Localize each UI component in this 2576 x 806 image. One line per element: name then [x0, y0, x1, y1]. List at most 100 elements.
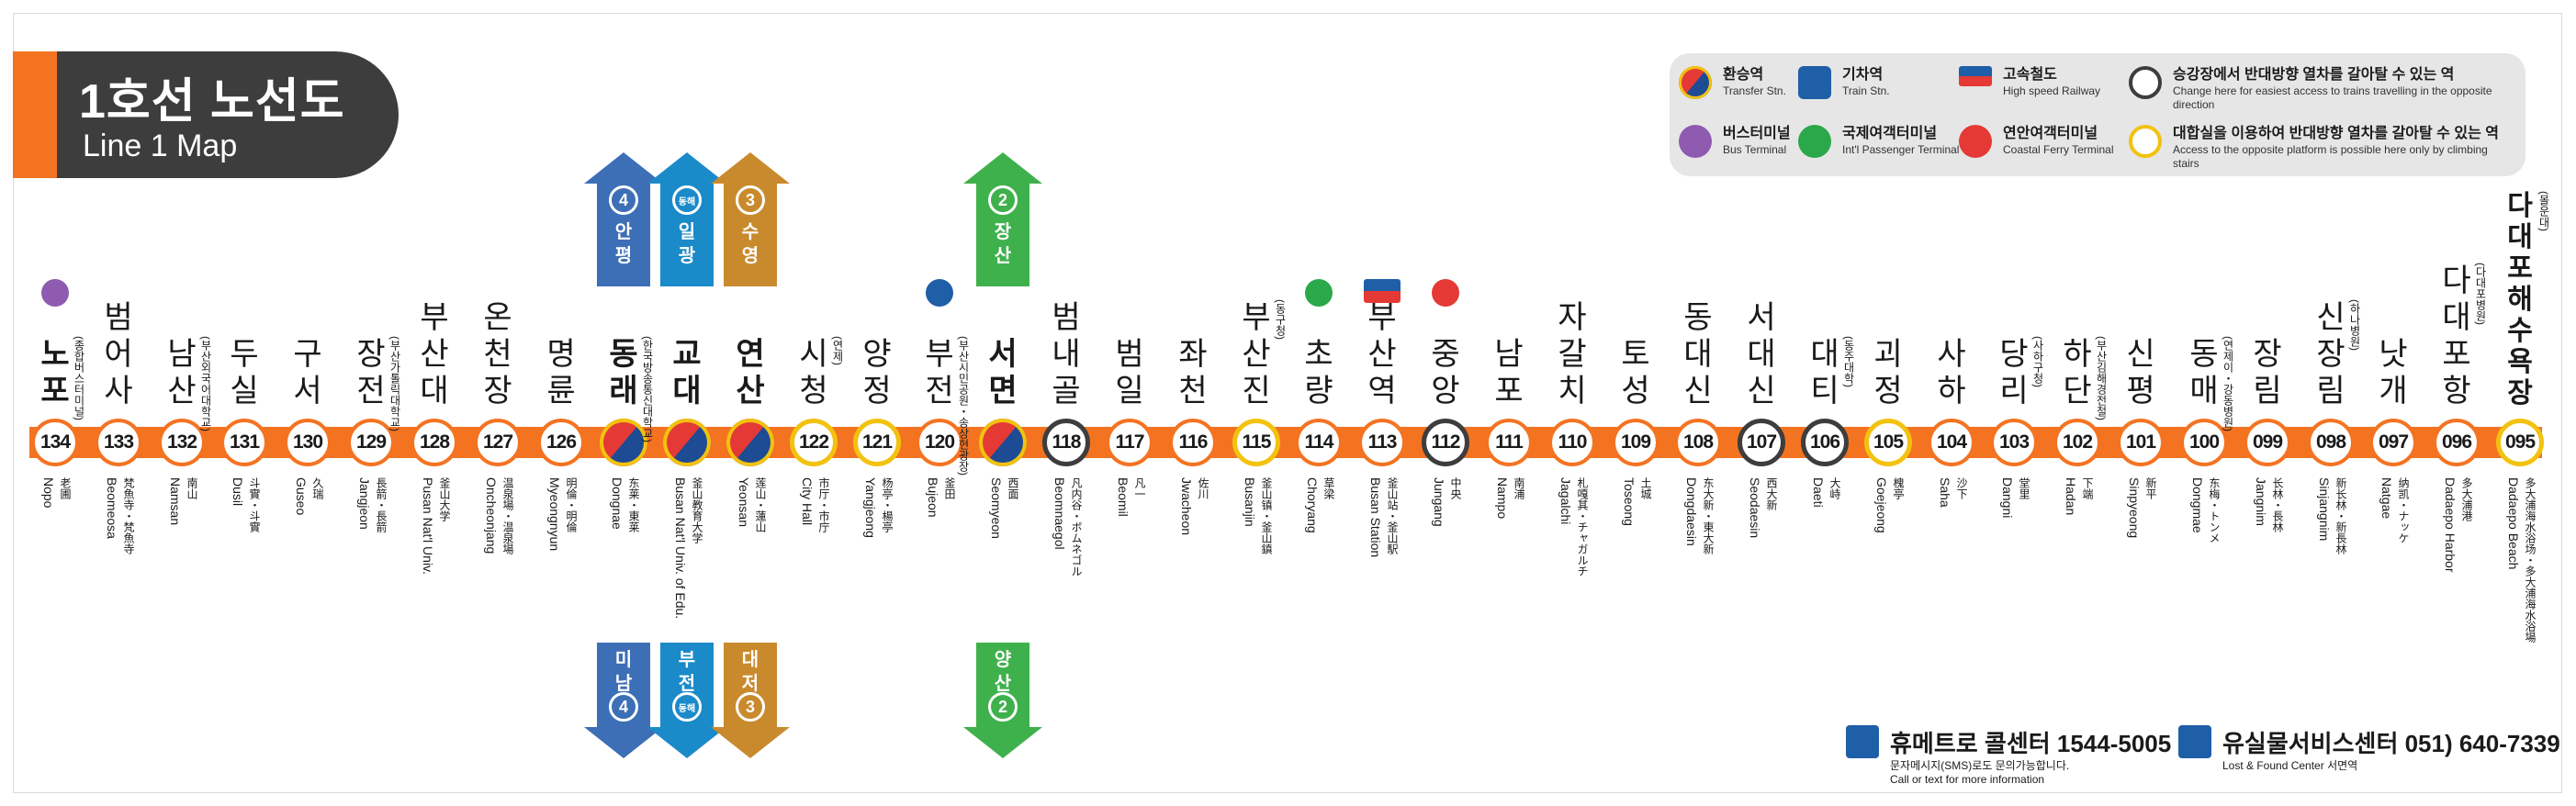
station-marker-126[interactable]: 126 [537, 419, 585, 466]
station-marker-134[interactable]: 134 [31, 419, 79, 466]
station-marker-098[interactable]: 098 [2307, 419, 2355, 466]
station-name[interactable]: 범어사 [104, 300, 133, 409]
station-name[interactable]: 명륜 [546, 337, 576, 409]
station-marker-100[interactable]: 100 [2180, 419, 2228, 466]
station-marker-097[interactable]: 097 [2369, 419, 2417, 466]
station-name[interactable]: 대티 [1810, 337, 1839, 409]
station-marker-095[interactable]: 095 [2496, 419, 2544, 466]
station-name[interactable]: 낫개 [2379, 337, 2408, 409]
station-marker-123[interactable]: 123 [726, 419, 774, 466]
station-marker-128[interactable]: 128 [411, 419, 458, 466]
station-number: 125 [609, 431, 638, 453]
station-name[interactable]: 동매 [2189, 337, 2219, 409]
station-name[interactable]: 동래 [609, 337, 638, 409]
station-name[interactable]: 장림 [2253, 337, 2282, 409]
station-name[interactable]: 남산 [167, 337, 197, 409]
station-marker-122[interactable]: 122 [790, 419, 838, 466]
station-marker-109[interactable]: 109 [1612, 419, 1659, 466]
ktx-srt-icon [1959, 66, 1992, 86]
station-marker-131[interactable]: 131 [220, 419, 268, 466]
station-name[interactable]: 시청 [799, 337, 828, 409]
station-name[interactable]: 연산 [736, 337, 765, 409]
station-marker-119[interactable]: 119 [979, 419, 1027, 466]
legend-label: 연안여객터미널 [2003, 126, 2098, 141]
station-name[interactable]: 동대신 [1683, 300, 1713, 409]
station-name[interactable]: 다대포해수욕장 [2507, 191, 2533, 409]
station-name[interactable]: 구서 [293, 337, 322, 409]
station-name[interactable]: 신장림 [2316, 300, 2345, 409]
station-name[interactable]: 남포 [1494, 337, 1524, 409]
station-marker-121[interactable]: 121 [853, 419, 901, 466]
station-marker-120[interactable]: 120 [916, 419, 963, 466]
station-cjk: 凡内谷・ボムネゴル [1070, 477, 1083, 577]
station-cjk: 长林・長林 [2271, 477, 2284, 532]
station-marker-104[interactable]: 104 [1928, 419, 1975, 466]
station-name[interactable]: 좌천 [1178, 337, 1208, 409]
station-name[interactable]: 두실 [230, 337, 259, 409]
station-marker-113[interactable]: 113 [1358, 419, 1406, 466]
station-marker-107[interactable]: 107 [1738, 419, 1785, 466]
station-name[interactable]: 부산대 [420, 300, 449, 409]
station-cjk: 釜山镇・釜山鎮 [1260, 477, 1273, 554]
station-marker-108[interactable]: 108 [1674, 419, 1722, 466]
station-name[interactable]: 서대신 [1747, 300, 1776, 409]
station-marker-112[interactable]: 112 [1422, 419, 1469, 466]
station-marker-117[interactable]: 117 [1106, 419, 1153, 466]
station-name[interactable]: 양정 [862, 337, 892, 409]
station-marker-132[interactable]: 132 [158, 419, 206, 466]
transfer-direction: 수영 [741, 222, 759, 266]
station-marker-115[interactable]: 115 [1232, 419, 1280, 466]
station-marker-125[interactable]: 125 [600, 419, 647, 466]
station-marker-129[interactable]: 129 [347, 419, 395, 466]
station-name[interactable]: 부산진 [1242, 300, 1271, 409]
station-number: 133 [103, 431, 134, 453]
station-marker-101[interactable]: 101 [2117, 419, 2165, 466]
coastal-ferry-icon [1432, 279, 1459, 307]
station-name[interactable]: 괴정 [1873, 337, 1903, 409]
station-name[interactable]: 장전 [356, 337, 386, 409]
station-marker-105[interactable]: 105 [1864, 419, 1912, 466]
station-name[interactable]: 토성 [1621, 337, 1650, 409]
station-marker-106[interactable]: 106 [1801, 419, 1849, 466]
station-name[interactable]: 서면 [988, 337, 1018, 409]
station-marker-116[interactable]: 116 [1169, 419, 1217, 466]
station-marker-118[interactable]: 118 [1042, 419, 1090, 466]
station-number: 114 [1304, 431, 1334, 453]
station-marker-096[interactable]: 096 [2433, 419, 2480, 466]
station-marker-110[interactable]: 110 [1548, 419, 1596, 466]
station-marker-130[interactable]: 130 [284, 419, 332, 466]
station-marker-099[interactable]: 099 [2244, 419, 2291, 466]
station-marker-124[interactable]: 124 [663, 419, 711, 466]
station-name[interactable]: 범내골 [1052, 300, 1081, 409]
station-marker-114[interactable]: 114 [1295, 419, 1343, 466]
station-name[interactable]: 범일 [1115, 337, 1144, 409]
station-name[interactable]: 다대포항 [2442, 263, 2471, 409]
station-name[interactable]: 당리 [1999, 337, 2029, 409]
station-name[interactable]: 신평 [2126, 337, 2155, 409]
station-name[interactable]: 초량 [1304, 337, 1333, 409]
station-marker-111[interactable]: 111 [1485, 419, 1533, 466]
station-name[interactable]: 교대 [672, 337, 702, 409]
station-name[interactable]: 중앙 [1431, 337, 1460, 409]
station-marker-103[interactable]: 103 [1990, 419, 2038, 466]
station-name[interactable]: 부산역 [1367, 300, 1397, 409]
station-name[interactable]: 하단 [2063, 337, 2092, 409]
station-marker-127[interactable]: 127 [474, 419, 522, 466]
station-name[interactable]: 부전 [925, 337, 954, 409]
station-name[interactable]: 온천장 [483, 300, 512, 409]
station-marker-102[interactable]: 102 [2053, 419, 2101, 466]
station-name[interactable]: 자갈치 [1558, 300, 1587, 409]
station-name[interactable]: 사하 [1937, 337, 1966, 409]
station-marker-133[interactable]: 133 [95, 419, 142, 466]
station-english: Goejeong [1874, 477, 1889, 533]
station-name[interactable]: 노포 [40, 337, 70, 409]
